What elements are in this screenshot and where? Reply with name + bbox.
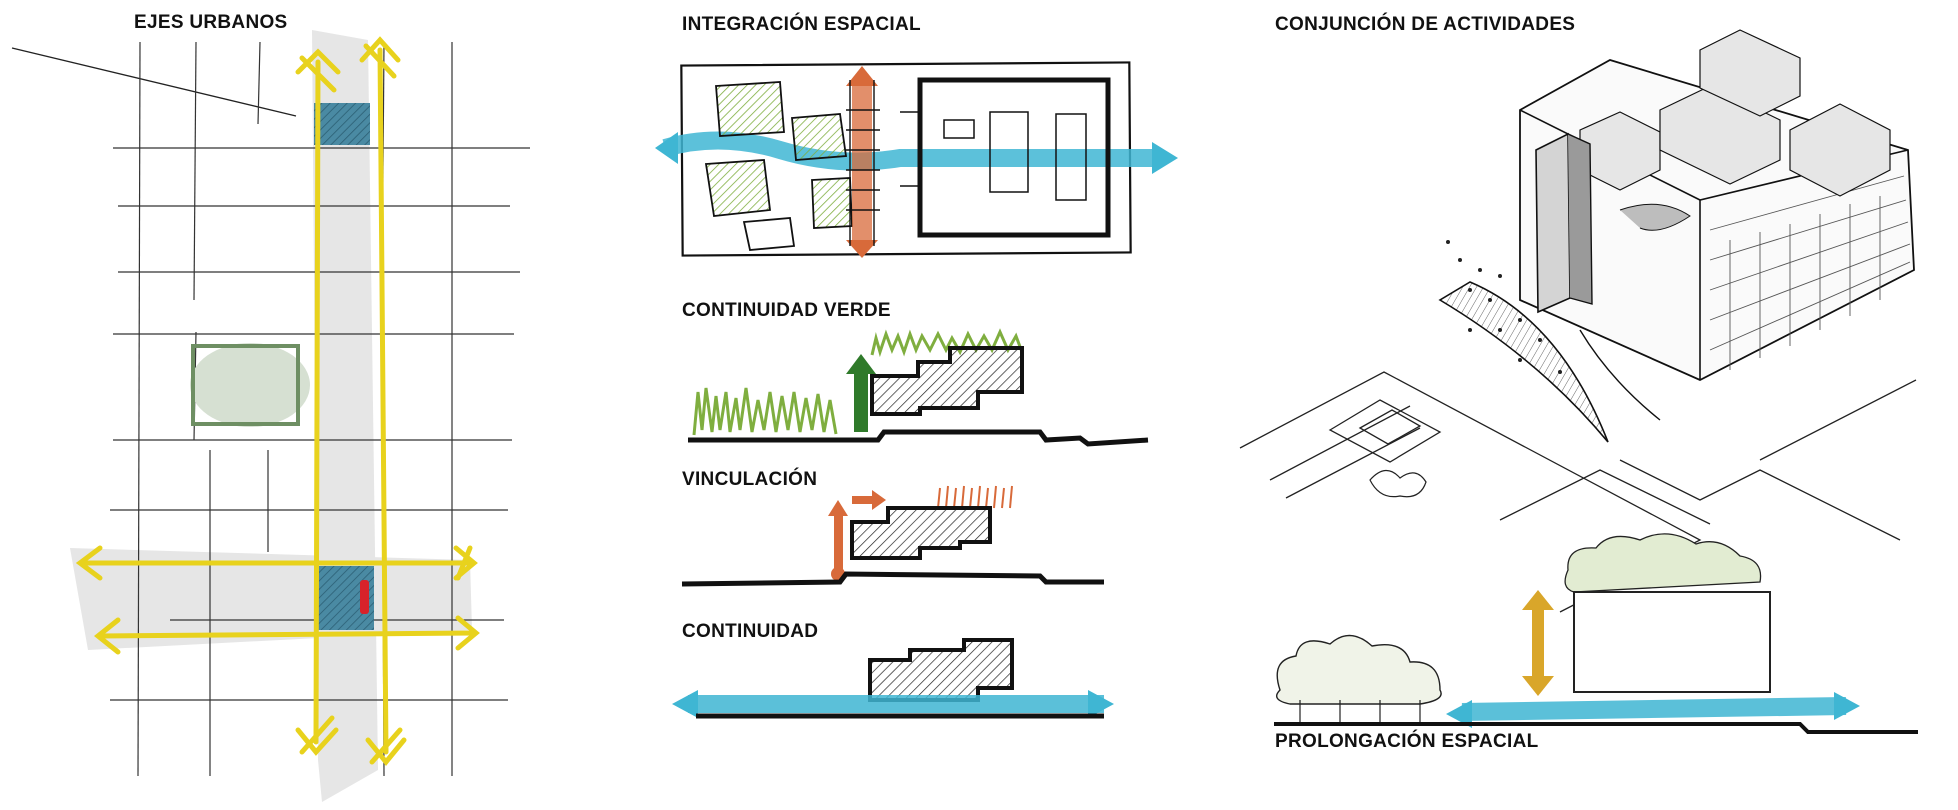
- title-vinculacion: VINCULACIÓN: [682, 469, 818, 490]
- title-ejes-urbanos: EJES URBANOS: [134, 12, 288, 33]
- top-blue-block: [314, 103, 370, 145]
- conjuncion-actividades-axonometric: [1239, 29, 1917, 613]
- integracion-espacial-diagram: [655, 61, 1178, 258]
- site-marker: [360, 580, 369, 614]
- vertical-axis-band: [312, 30, 378, 802]
- park-outline: [191, 344, 300, 426]
- title-prolongacion-espacial: PROLONGACIÓN ESPACIAL: [1275, 731, 1539, 752]
- continuidad-verde-section: [688, 328, 1149, 447]
- axis-arrowheads: [75, 36, 480, 766]
- title-conjuncion-actividades: CONJUNCIÓN DE ACTIVIDADES: [1275, 14, 1576, 35]
- park-fill: [190, 343, 310, 427]
- prolongacion-espacial-section: [1274, 533, 1918, 734]
- title-integracion-espacial: INTEGRACIÓN ESPACIAL: [682, 14, 921, 35]
- title-continuidad: CONTINUIDAD: [682, 621, 819, 642]
- ejes-urbanos-plan: [11, 30, 530, 802]
- continuidad-section: [672, 638, 1114, 719]
- yellow-axes: [81, 47, 477, 755]
- title-continuidad-verde: CONTINUIDAD VERDE: [682, 300, 891, 321]
- vinculacion-section: [681, 485, 1104, 587]
